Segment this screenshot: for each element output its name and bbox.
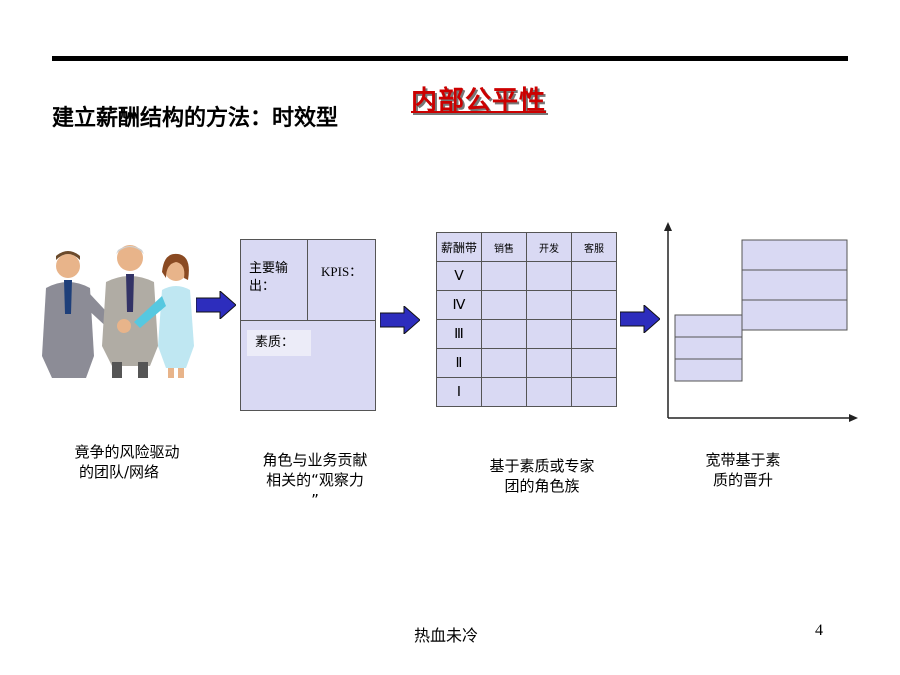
grid-cell — [526, 290, 572, 320]
grid-cell — [481, 261, 527, 291]
table-row: Ⅴ — [436, 261, 617, 291]
box-divider-horizontal — [241, 320, 375, 321]
grid-cell — [571, 377, 617, 407]
flow-arrow-3 — [620, 305, 660, 333]
caption-line: ” — [311, 491, 319, 509]
pay-band-grid: 薪酬带 销售 开发 客服 Ⅴ Ⅳ Ⅲ Ⅱ Ⅰ — [436, 232, 617, 407]
caption-line: 角色与业务贡献 — [262, 451, 368, 469]
x-axis — [668, 414, 858, 422]
y-axis — [664, 222, 672, 418]
competency-label: 素质： — [247, 330, 311, 356]
caption-team-network: 竟争的风险驱动 的团队/网络 — [52, 442, 202, 482]
grid-cell — [481, 290, 527, 320]
footer-text: 热血未冷 — [414, 628, 479, 645]
table-row: Ⅲ — [436, 319, 617, 349]
caption-role-family: 基于素质或专家 团的角色族 — [467, 456, 617, 496]
caption-line: 宽带基于素 — [705, 451, 781, 469]
kpis-label: KPIS： — [321, 264, 363, 279]
internal-equity-badge: 内部公平性 — [411, 86, 547, 116]
table-row: Ⅰ — [436, 377, 617, 407]
high-band — [741, 239, 848, 331]
grid-cell — [481, 377, 527, 407]
caption-line: 团的角色族 — [504, 477, 580, 495]
main-output-label: 主要输出： — [249, 261, 289, 294]
table-row: Ⅳ — [436, 290, 617, 320]
role-output-box: 主要输出： KPIS： 素质： — [240, 239, 376, 411]
grid-cell — [571, 319, 617, 349]
table-row: Ⅱ — [436, 348, 617, 378]
slide-title: 建立薪酬结构的方法：时效型 — [52, 106, 339, 131]
caption-line: 的团队/网络 — [78, 463, 160, 481]
band-label: Ⅳ — [436, 290, 482, 320]
grid-cell — [571, 348, 617, 378]
column-header: 开发 — [526, 232, 572, 262]
grid-header-row: 薪酬带 销售 开发 客服 — [436, 232, 617, 262]
caption-line: 基于素质或专家 — [489, 457, 595, 475]
caption-broadband-promotion: 宽带基于素 质的晋升 — [668, 450, 818, 490]
caption-line: 相关的“观察力 — [266, 471, 364, 489]
grid-cell — [481, 319, 527, 349]
low-band — [674, 314, 743, 382]
box-divider-vertical — [307, 240, 308, 320]
caption-role-contribution: 角色与业务贡献 相关的“观察力 ” — [240, 450, 390, 510]
column-header: 客服 — [571, 232, 617, 262]
page-number: 4 — [815, 622, 823, 639]
top-rule — [52, 56, 848, 61]
band-label: Ⅱ — [436, 348, 482, 378]
grid-cell — [571, 290, 617, 320]
grid-cell — [526, 377, 572, 407]
grid-cell — [481, 348, 527, 378]
broadband-step-chart — [664, 222, 858, 422]
grid-cell — [526, 261, 572, 291]
band-label: Ⅰ — [436, 377, 482, 407]
column-header: 销售 — [481, 232, 527, 262]
flow-arrow-2 — [380, 306, 420, 334]
flow-arrow-1 — [196, 291, 236, 319]
grid-cell — [526, 319, 572, 349]
caption-line: 质的晋升 — [712, 471, 773, 489]
band-label: Ⅲ — [436, 319, 482, 349]
caption-line: 竟争的风险驱动 — [74, 443, 180, 461]
grid-cell — [571, 261, 617, 291]
grid-corner: 薪酬带 — [436, 232, 482, 262]
grid-cell — [526, 348, 572, 378]
team-handshake-illustration — [42, 245, 194, 378]
band-label: Ⅴ — [436, 261, 482, 291]
